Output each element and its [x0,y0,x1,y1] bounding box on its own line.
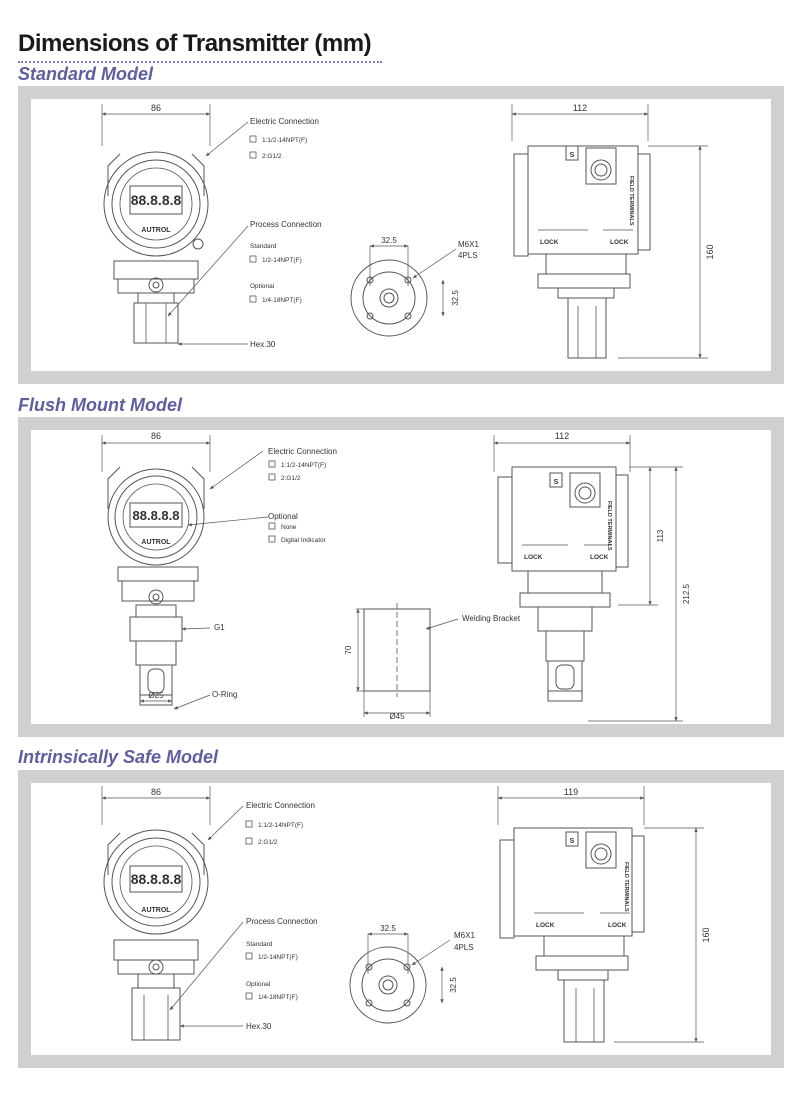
standard-electric-connection-label: Electric Connection [250,117,319,126]
intrinsic-flange-width: 32.5 [380,924,396,933]
standard-ec-option-2: 2:G1/2 [262,153,282,160]
intrinsic-model-panel: 86 88.8.8.8 AUTROL Electric Connection 1… [18,770,784,1068]
standard-lock-right: LOCK [610,239,629,246]
standard-standard-label: Standard [250,243,277,250]
flush-model-panel: 86 88.8.8.8 AUTROL Electric Connection 1… [18,417,784,737]
standard-height: 160 [705,244,715,259]
flush-front-width: 86 [151,431,161,441]
intrinsic-front-view: 86 88.8.8.8 AUTROL [101,786,211,1041]
flush-g1-label: G1 [214,623,225,632]
intrinsic-brand-label: AUTROL [141,907,171,914]
intrinsic-opt-option: 1/4-18NPT(F) [258,994,298,1001]
flush-ec-option-1: 1:1/2-14NPT(F) [281,462,326,469]
flush-lock-left: LOCK [524,554,543,561]
flush-opt-none: None [281,524,297,531]
flush-opt-checkbox-digital [268,535,276,543]
flush-s-label: S [554,479,559,486]
standard-opt-checkbox [249,295,257,303]
intrinsic-s-label: S [570,838,575,845]
flush-brand-label: AUTROL [141,539,171,546]
intrinsic-electric-connection-label: Electric Connection [246,801,315,810]
intrinsic-model-title: Intrinsically Safe Model [18,747,219,767]
flush-side-view: 112 S LOCK LOCK FIELD TERMINALS 113 212.… [493,431,691,722]
standard-model-title: Standard Model [18,64,154,84]
flush-dia25-label: Ø25 [148,691,164,700]
intrinsic-bolt-label-1: M6X1 [454,931,475,940]
intrinsic-lock-left: LOCK [536,922,555,929]
flush-height-upper: 113 [656,529,665,542]
standard-model-panel: 86 88.8.8.8 AUTROL Electric Connection 1… [18,86,784,384]
intrinsic-bolt-label-2: 4PLS [454,943,474,952]
intrinsic-ec-option-1: 1:1/2-14NPT(F) [258,822,303,829]
flush-ec-option-2: 2:G1/2 [281,475,301,482]
intrinsic-height: 160 [701,927,711,942]
standard-ec-checkbox-2 [249,151,257,159]
intrinsic-hex-label: Hex.30 [246,1022,272,1031]
title-underline [18,61,382,63]
flush-oring-label: O-Ring [212,690,237,699]
standard-hex-label: Hex.30 [250,340,276,349]
welding-bracket-label: Welding Bracket [462,614,521,623]
flush-field-terminals-label: FIELD TERMINALS [606,501,612,551]
flush-ec-checkbox-1 [268,460,276,468]
standard-std-option: 1/2-14NPT(F) [262,257,302,264]
intrinsic-ec-checkbox-2 [245,837,253,845]
intrinsic-std-option: 1/2-14NPT(F) [258,954,298,961]
page-title: Dimensions of Transmitter (mm) [18,30,372,57]
intrinsic-lock-right: LOCK [608,922,627,929]
intrinsic-side-width: 119 [564,787,578,797]
flush-optional-label: Optional [268,512,298,521]
standard-opt-option: 1/4-18NPT(F) [262,297,302,304]
standard-std-checkbox [249,255,257,263]
flush-model-title: Flush Mount Model [18,395,182,415]
flush-height-total: 212.5 [682,583,691,604]
standard-front-width: 86 [151,103,161,113]
standard-s-label: S [570,152,575,159]
intrinsic-model-drawing: 86 88.8.8.8 AUTROL Electric Connection 1… [31,783,771,1055]
intrinsic-flange-height: 32.5 [449,977,458,993]
intrinsic-side-view: 119 S LOCK LOCK FIELD TERMINALS 160 [497,786,711,1043]
flush-model-drawing: 86 88.8.8.8 AUTROL Electric Connection 1… [31,430,771,724]
standard-front-view: 86 88.8.8.8 AUTROL [101,103,211,344]
standard-bolt-label-2: 4PLS [458,251,478,260]
bracket-dia-label: Ø45 [389,712,405,721]
intrinsic-front-width: 86 [151,787,161,797]
standard-flange-view: 32.5 32.5 M6X1 4PLS [350,236,479,337]
standard-bolt-label-1: M6X1 [458,240,479,249]
intrinsic-ec-checkbox-1 [245,820,253,828]
standard-side-width: 112 [573,103,587,113]
standard-process-connection-label: Process Connection [250,220,322,229]
standard-model-drawing: 86 88.8.8.8 AUTROL Electric Connection 1… [31,99,771,371]
flush-lcd-display: 88.8.8.8 [133,508,180,523]
flush-side-width: 112 [555,431,569,441]
standard-brand-label: AUTROL [141,227,171,234]
intrinsic-lcd-display: 88.8.8.8 [131,871,182,887]
flush-ec-checkbox-2 [268,473,276,481]
intrinsic-flange-view: 32.5 32.5 M6X1 4PLS [349,924,475,1024]
bracket-height-label: 70 [344,645,353,654]
intrinsic-process-connection-label: Process Connection [246,917,318,926]
standard-lcd-display: 88.8.8.8 [131,192,182,208]
flush-electric-connection-label: Electric Connection [268,447,337,456]
standard-lock-left: LOCK [540,239,559,246]
standard-ec-checkbox-1 [249,135,257,143]
intrinsic-field-terminals-label: FIELD TERMINALS [623,862,629,912]
standard-side-view: 112 S LOCK LOCK FIELD TERMINALS 160 [511,103,715,359]
standard-optional-label: Optional [250,283,275,290]
flush-opt-checkbox-none [268,522,276,530]
standard-ec-option-1: 1:1/2-14NPT(F) [262,137,307,144]
intrinsic-optional-label: Optional [246,981,271,988]
intrinsic-std-checkbox [245,952,253,960]
standard-flange-height: 32.5 [451,290,460,306]
intrinsic-ec-option-2: 2:G1/2 [258,839,278,846]
flush-opt-digital: Digital Indicator [281,537,327,544]
flush-front-view: 86 88.8.8.8 AUTROL [101,431,211,706]
intrinsic-standard-label: Standard [246,941,273,948]
intrinsic-opt-checkbox [245,992,253,1000]
standard-field-terminals-label: FIELD TERMINALS [628,176,634,226]
standard-flange-width: 32.5 [381,236,397,245]
flush-lock-right: LOCK [590,554,609,561]
welding-bracket-view: 70 Ø45 Welding Bracket [344,603,521,721]
